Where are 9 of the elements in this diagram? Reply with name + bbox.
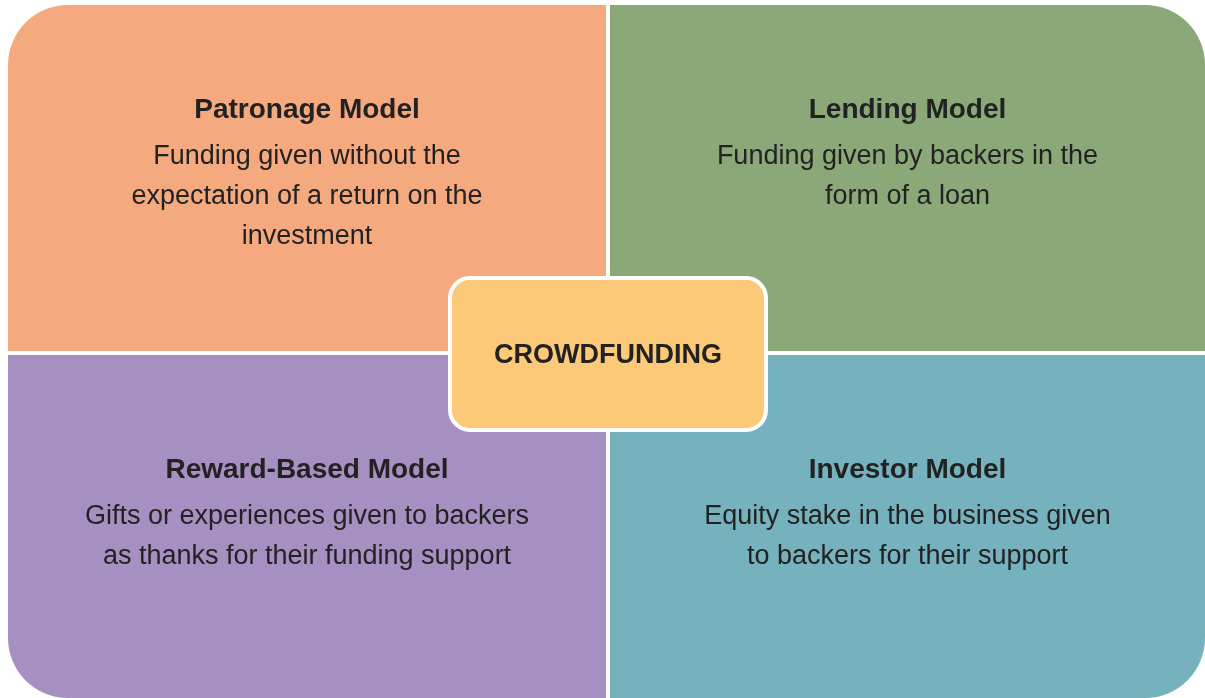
- model-description: Gifts or experiences given to backers as thanks for their funding support: [83, 499, 531, 572]
- model-heading: Reward-Based Model: [165, 453, 449, 485]
- model-heading: Investor Model: [808, 453, 1007, 485]
- model-heading: Patronage Model: [194, 93, 420, 125]
- center-label-box: CROWDFUNDING: [448, 276, 768, 432]
- model-description: Funding given without the expectation of a return on the investment: [130, 139, 484, 252]
- model-description: Equity stake in the business given to backers for their support: [703, 499, 1112, 572]
- model-heading: Lending Model: [808, 93, 1007, 125]
- model-description: Funding given by backers in the form of a loan: [715, 139, 1100, 212]
